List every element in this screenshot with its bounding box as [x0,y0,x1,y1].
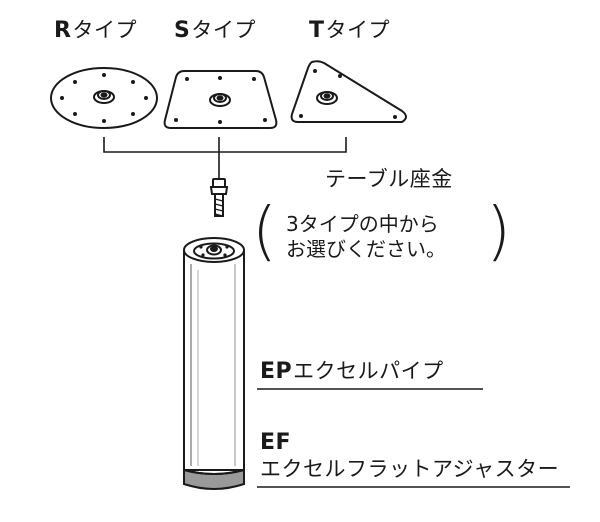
r-type-plate [50,67,158,129]
t-type-label: Tタイプ [309,20,390,42]
pipe-name: エクセルパイプ [293,359,444,383]
t-type-plate [290,60,407,123]
r-type-label: Rタイプ [54,20,137,42]
plate-label: テーブル座金 [325,167,453,191]
bracket-connector [103,137,347,178]
bolt [209,178,229,217]
adjuster-code-label: EF [260,432,292,454]
pipe-code: EP [260,359,293,384]
note-line-1: 3タイプの中から [286,212,439,236]
note-close-paren: ) [486,195,511,269]
s-type-plate [163,70,278,129]
note-text: 3タイプの中から お選びください。 [286,212,446,262]
s-type-code: S [174,18,191,43]
label-underlines [257,388,570,488]
s-type-label: Sタイプ [174,20,256,42]
note-open-paren: ( [252,195,277,269]
excel-pipe [183,237,245,471]
t-type-suffix: タイプ [325,18,391,42]
s-type-suffix: タイプ [191,18,256,42]
note-line-2: お選びください。 [286,237,446,261]
r-type-code: R [54,18,72,43]
t-type-code: T [309,18,325,43]
pipe-label: EPエクセルパイプ [260,361,444,383]
adjuster-code: EF [260,430,292,455]
adjuster-name-label: エクセルフラットアジャスター [260,457,560,481]
excel-flat-adjuster [183,468,245,490]
r-type-suffix: タイプ [72,18,137,42]
